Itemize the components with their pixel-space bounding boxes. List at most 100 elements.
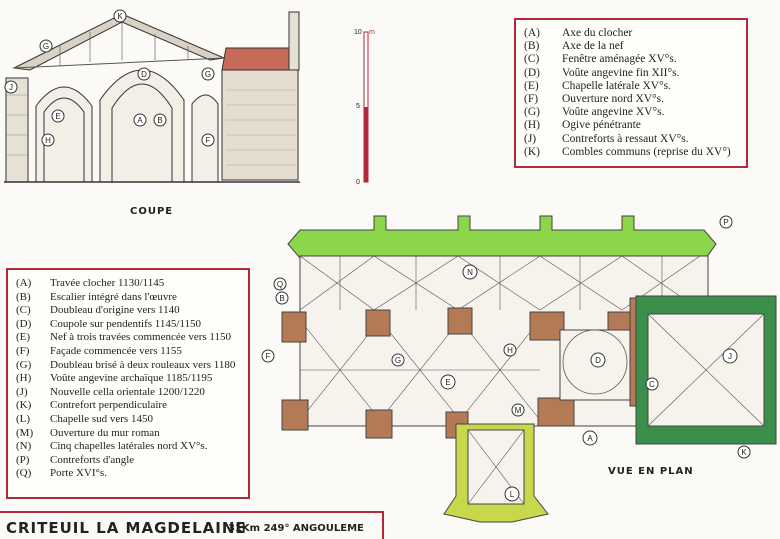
footer-title: CRITEUIL LA MAGDELAINE (6, 519, 247, 537)
svg-text:D: D (141, 70, 147, 79)
legend-code: (F) (524, 93, 539, 106)
legend-code: (A) (524, 27, 540, 39)
legend-text: Contreforts d'angle (50, 453, 135, 466)
legend-code: (J) (524, 132, 537, 145)
legend-row: (M)Ouverture du mur roman (16, 427, 242, 441)
plan-label-j: J (722, 348, 738, 364)
legend-row: (A)Travée clocher 1130/1145 (16, 277, 242, 291)
legend-row: (Q)Porte XVI°s. (16, 467, 242, 481)
legend-code: (A) (16, 277, 32, 289)
legend-row: (P) Contreforts d'angle (16, 454, 242, 468)
legend-row: (C)Fenêtre aménagée XV°s. (524, 53, 740, 66)
legend-code: (G) (524, 106, 540, 119)
pier (365, 309, 391, 337)
legend-text: Nouvelle cella orientale 1200/1220 (50, 385, 205, 398)
legend-row: (B)Escalier intégré dans l'œuvre (16, 291, 242, 305)
legend-code: (D) (524, 66, 540, 79)
plan-label-h: H (503, 343, 517, 357)
scale-mid: 5 (356, 103, 360, 110)
legend-plan: (A)Travée clocher 1130/1145(B)Escalier i… (6, 268, 250, 499)
svg-text:K: K (117, 12, 123, 21)
plan-label-e: E (440, 374, 456, 390)
svg-text:L: L (510, 490, 515, 499)
legend-code: (Q) (16, 467, 32, 480)
section-label-j: J (4, 80, 18, 94)
legend-text: Doubleau d'origine vers 1140 (50, 304, 180, 317)
legend-code: (B) (524, 40, 540, 53)
side-arch-left (35, 86, 93, 182)
section-label-g: G (39, 39, 53, 53)
pier (447, 307, 473, 335)
pier (281, 399, 309, 431)
legend-code: (P) (16, 453, 30, 466)
scale-top: 10 (354, 29, 362, 36)
legend-row: (J) Nouvelle cella orientale 1200/1220 (16, 386, 242, 400)
legend-row: (D)Voûte angevine fin XII°s. (524, 67, 740, 80)
legend-row: (C)Doubleau d'origine vers 1140 (16, 304, 242, 318)
legend-text: Doubleau brisé à deux rouleaux vers 1180 (50, 358, 236, 371)
plan-drawing (281, 215, 777, 523)
legend-code: (J) (16, 385, 28, 398)
legend-section: (A)Axe du clocher(B)Axe de la nef(C)Fenê… (514, 18, 748, 168)
legend-text: Axe de la nef (562, 40, 624, 53)
svg-text:E: E (55, 112, 60, 121)
pier (529, 311, 565, 341)
legend-code: (L) (16, 412, 31, 425)
svg-text:M: M (515, 406, 522, 415)
section-label-k: K (113, 9, 127, 23)
legend-text: Voûte angevine archaïque 1185/1195 (50, 372, 213, 385)
plan-label-q: Q (273, 277, 287, 291)
scale-unit: m (369, 29, 375, 36)
legend-row: (G) Doubleau brisé à deux rouleaux vers 1… (16, 359, 242, 373)
plan-label-n: N (462, 264, 478, 280)
footer-distance: 31Km 249° ANGOULEME (228, 523, 364, 534)
legend-row: (F)Façade commencée vers 1155 (16, 345, 242, 359)
svg-text:B: B (279, 294, 284, 303)
svg-text:F: F (266, 352, 271, 361)
legend-code: (F) (16, 344, 30, 357)
legend-text: Ouverture nord XV°s. (562, 93, 665, 106)
plan-label-c: C (645, 377, 659, 391)
legend-row: (B) Axe de la nef (524, 40, 740, 53)
svg-text:P: P (723, 218, 728, 227)
pier (281, 311, 307, 343)
tower-roof (221, 47, 299, 71)
plan-label-m: M (511, 403, 525, 417)
svg-text:E: E (445, 378, 450, 387)
legend-text: Chapelle latérale XV°s. (562, 79, 672, 92)
svg-text:H: H (507, 346, 513, 355)
plan-label-f: F (261, 349, 275, 363)
legend-text: Combles communs (reprise du XV°) (562, 145, 731, 158)
svg-text:D: D (595, 356, 601, 365)
legend-code: (E) (16, 331, 31, 344)
legend-code: (K) (524, 145, 540, 158)
left-wall (5, 77, 29, 183)
plan-label-b: B (275, 291, 289, 305)
section-label-e: E (51, 109, 65, 123)
legend-code: (B) (16, 290, 31, 303)
plan-label-g: G (391, 353, 405, 367)
plan-label-d: D (590, 352, 606, 368)
scale-bottom: 0 (356, 179, 360, 186)
section-label-d: D (137, 67, 151, 81)
svg-text:N: N (467, 268, 473, 277)
legend-text: Chapelle sud vers 1450 (50, 412, 153, 425)
legend-code: (M) (16, 426, 34, 439)
legend-code: (C) (524, 53, 540, 66)
legend-code: (N) (16, 440, 32, 453)
svg-text:Q: Q (277, 280, 283, 289)
svg-text:G: G (43, 42, 49, 51)
legend-row: (F) Ouverture nord XV°s. (524, 93, 740, 106)
section-label-f: F (201, 133, 215, 147)
legend-code: (G) (16, 358, 32, 371)
legend-code: (D) (16, 317, 32, 330)
legend-text: Contreforts à ressaut XV°s. (562, 132, 689, 145)
legend-row: (H)Ogive pénétrante (524, 119, 740, 132)
plan-label-p: P (719, 215, 733, 229)
bell-tower-wall (221, 69, 299, 181)
footer-banner: CRITEUIL LA MAGDELAINE 31Km 249° ANGOULE… (0, 511, 384, 539)
plan-label-k: K (737, 445, 751, 459)
section-label-b: B (153, 113, 167, 127)
legend-code: (H) (524, 119, 540, 132)
